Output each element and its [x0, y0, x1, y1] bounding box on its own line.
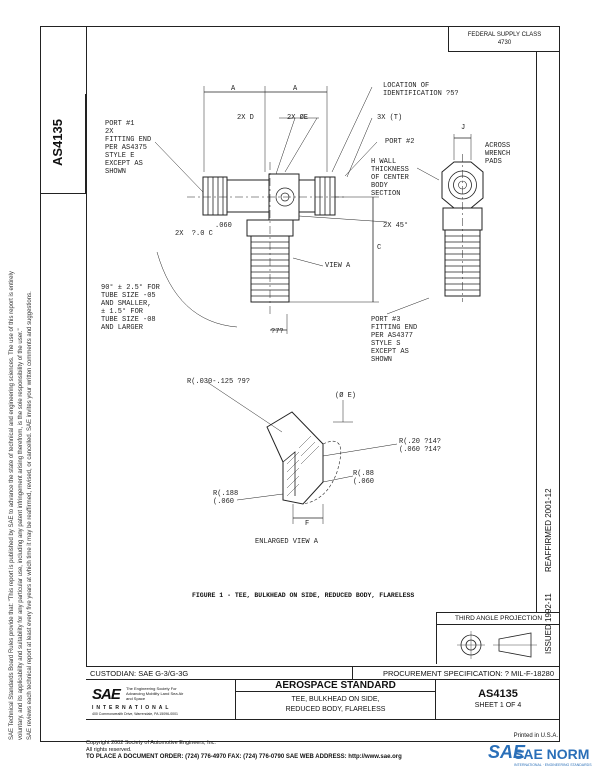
sae-norm-mark: SAE [488, 742, 526, 762]
across-wrench-pads-label: ACROSS WRENCH PADS [485, 142, 511, 166]
side-disclaimer-line: voluntary, and its applicability and sui… [18, 328, 24, 740]
dimension-b: ?7? [271, 328, 284, 336]
tube-angle-note: 90° ± 2.5° FOR TUBE SIZE -05 AND SMALLER… [101, 284, 160, 332]
side-disclaimer-line: SAE Technical Standards Board Rules prov… [9, 271, 15, 740]
sae-logo-mark: SAE [92, 686, 121, 703]
technical-drawing: A A LOCATION OF IDENTIFICATION ?5? 2X D … [87, 52, 536, 612]
dimension-2x-e: 2X ØE [287, 114, 309, 122]
radius-88-note: R(.88 (.060 [353, 470, 375, 486]
dimension-a-right: A [293, 85, 298, 93]
sae-logo-tagline: The Engineering Society For Advancing Mo… [126, 686, 184, 701]
sae-logo-international: INTERNATIONAL [92, 705, 172, 711]
standard-title: TEE, BULKHEAD ON SIDE, REDUCED BODY, FLA… [236, 695, 435, 715]
custodian-row: CUSTODIAN: SAE G-3/G-3G PROCUREMENT SPEC… [86, 666, 560, 680]
enlarged-view-a-label: ENLARGED VIEW A [255, 538, 319, 546]
dimension-3x-t: 3X (T) [377, 114, 403, 122]
procurement-specification: PROCUREMENT SPECIFICATION: ? MIL-F-18280 [382, 669, 554, 678]
copyright: Copyright 2002 Society of Automotive Eng… [86, 740, 216, 746]
port-3-label: PORT #3 FITTING END PER AS4377 STYLE S E… [371, 316, 418, 364]
projection-symbol-icon [457, 631, 537, 659]
dimension-f: F [305, 520, 310, 528]
federal-supply-class-value: 4730 [497, 40, 512, 46]
dimension-2x-d: 2X D [237, 114, 254, 122]
sae-logo-address: 400 Commonwealth Drive, Warrendale, PA 1… [92, 712, 178, 716]
rights: All rights reserved. [86, 747, 132, 753]
dimension-a-left: A [231, 85, 236, 93]
figure-caption: FIGURE 1 - TEE, BULKHEAD ON SIDE, REDUCE… [192, 592, 415, 599]
title-block: SAE The Engineering Society For Advancin… [86, 680, 560, 720]
port-1-label: PORT #1 2X FITTING END PER AS4375 STYLE … [105, 120, 152, 176]
dimension-j: J [461, 124, 466, 132]
sae-norm-text: SAE NORM [514, 746, 590, 762]
side-disclaimer-line: SAE reviews each technical report at lea… [27, 291, 33, 740]
standard-title-cell: AEROSPACE STANDARD TEE, BULKHEAD ON SIDE… [236, 680, 436, 719]
sae-norm-watermark: SAE SAE NORM INTERNATIONAL · ENGINEERING… [484, 740, 600, 770]
drawing-sheet-border [40, 26, 560, 742]
port-2-label: PORT #2 [385, 138, 415, 146]
third-angle-projection-title: THIRD ANGLE PROJECTION [437, 613, 560, 625]
order-line: TO PLACE A DOCUMENT ORDER: (724) 776-497… [86, 754, 402, 760]
document-number: AS4135 [478, 688, 518, 700]
third-angle-projection-box: THIRD ANGLE PROJECTION [436, 612, 560, 664]
federal-supply-class-label: FEDERAL SUPPLY CLASS [467, 32, 542, 38]
reaffirmed-date: REAFFIRMED 2001-12 [544, 488, 553, 572]
location-of-identification-label: LOCATION OF IDENTIFICATION ?5? [383, 82, 459, 98]
standard-title-line-2: REDUCED BODY, FLARELESS [285, 706, 386, 713]
left-column-divider [86, 26, 87, 666]
dimension-c: C [377, 244, 382, 252]
radius-note: R(.030-.125 ?9? [187, 378, 251, 386]
sheet-number: SHEET 1 OF 4 [474, 702, 522, 709]
right-column-divider [536, 52, 537, 612]
dimension-oe: (Ø E) [335, 392, 357, 400]
dimension-2x-ref: 2X ?.0 C [175, 230, 213, 238]
document-number-cell: AS4135 SHEET 1 OF 4 [436, 680, 560, 719]
tee-fitting-drawing [154, 86, 484, 524]
copyright-block: Copyright 2002 Society of Automotive Eng… [86, 740, 216, 754]
federal-supply-class-box: FEDERAL SUPPLY CLASS 4730 [448, 26, 560, 52]
view-a-label: VIEW A [325, 262, 351, 270]
radius-20-note: R(.20 ?14? (.060 ?14? [399, 438, 442, 454]
sae-logo: SAE The Engineering Society For Advancin… [86, 680, 236, 719]
printed-in: Printed in U.S.A. [513, 733, 558, 739]
side-document-number: AS4135 [50, 119, 65, 166]
standard-title-line-1: TEE, BULKHEAD ON SIDE, [291, 696, 380, 703]
dimension-060: .060 [215, 222, 232, 230]
standard-type: AEROSPACE STANDARD [236, 680, 435, 692]
sae-norm-subtext: INTERNATIONAL · ENGINEERING STANDARDS [514, 763, 592, 767]
custodian: CUSTODIAN: SAE G-3/G-3G [90, 669, 189, 678]
h-wall-thickness-label: H WALL THICKNESS OF CENTER BODY SECTION [371, 158, 409, 198]
side-disclaimer: SAE Technical Standards Board Rules prov… [8, 50, 35, 740]
radius-188-note: R(.188 (.060 [213, 490, 239, 506]
side-document-number-box: AS4135 [40, 94, 86, 194]
custodian-divider [352, 667, 353, 679]
dimension-2x-45: 2X 45° [383, 222, 409, 230]
